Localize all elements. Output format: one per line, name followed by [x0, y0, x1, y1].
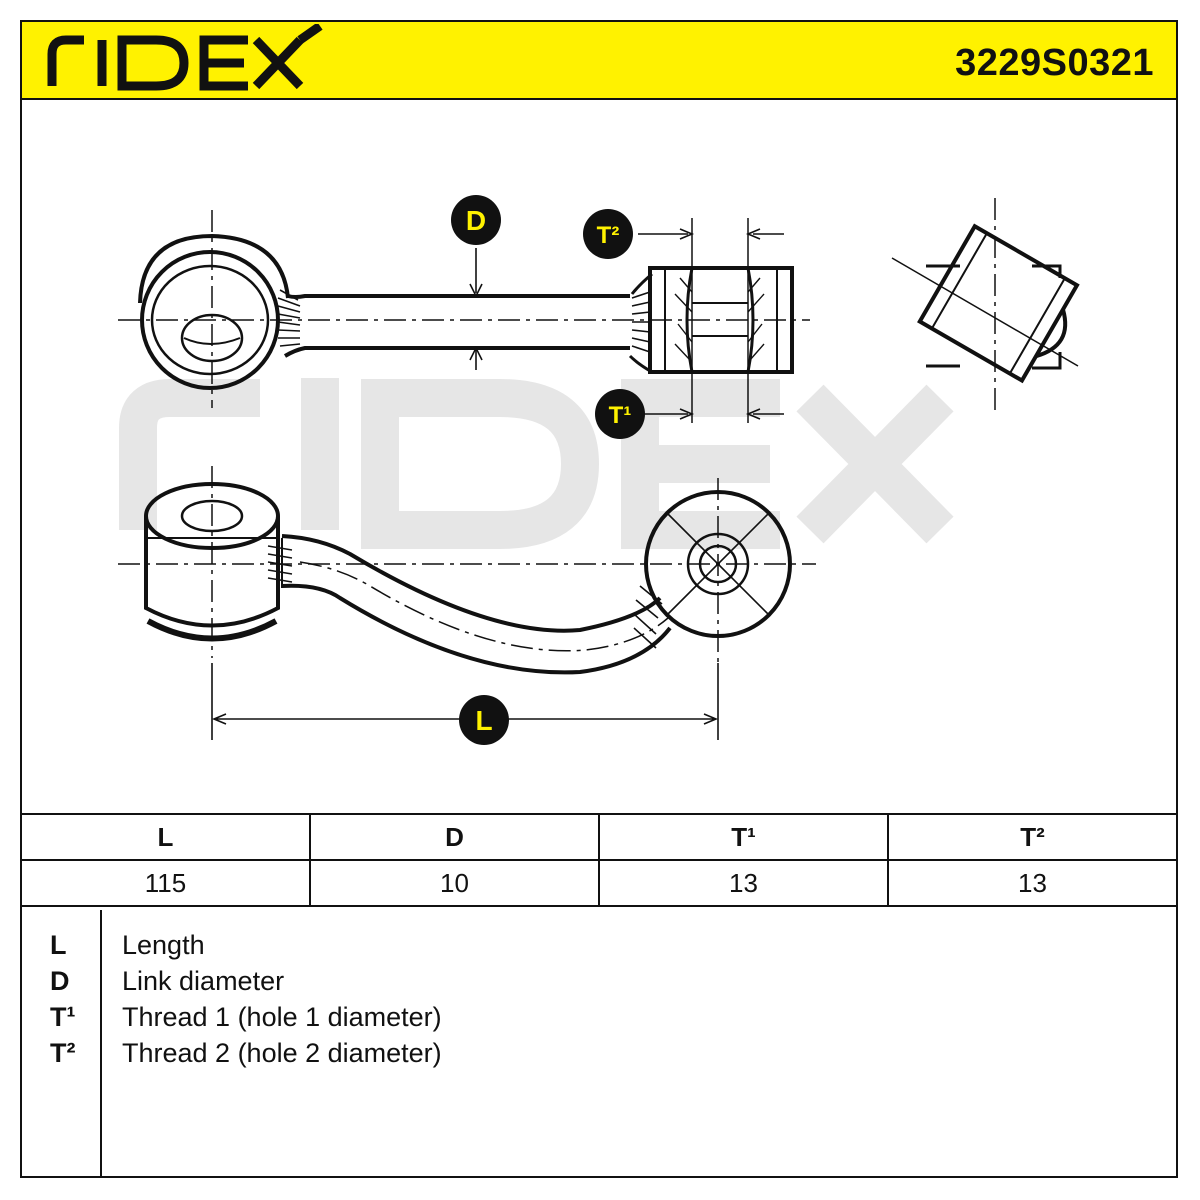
badge-t2: T² — [583, 209, 633, 259]
legend-symbol: T¹ — [50, 1002, 76, 1032]
legend-description: Length — [122, 930, 205, 960]
badge-d: D — [451, 195, 501, 245]
dimensions-header-row: L D T¹ T² — [20, 813, 1178, 861]
badge-l: L — [459, 695, 509, 745]
legend-symbol: T² — [50, 1038, 76, 1068]
header-d: D — [309, 813, 600, 861]
value-t2: 13 — [887, 859, 1178, 907]
dimensions-table: L D T¹ T² 115 10 13 13 — [20, 813, 1178, 907]
legend-symbol: D — [50, 966, 70, 996]
header-t2: T² — [887, 813, 1178, 861]
legend-item: T¹ Thread 1 (hole 1 diameter) — [20, 1002, 1120, 1038]
legend-divider — [100, 910, 102, 1178]
legend-item: L Length — [20, 930, 1120, 966]
legend-description: Thread 1 (hole 1 diameter) — [122, 1002, 442, 1032]
legend-item: D Link diameter — [20, 966, 1120, 1002]
part-number: 3229S0321 — [955, 42, 1154, 84]
dimensions-value-row: 115 10 13 13 — [20, 859, 1178, 907]
badge-t1: T¹ — [595, 389, 645, 439]
top-rod — [287, 294, 630, 299]
value-l: 115 — [20, 859, 311, 907]
legend-description: Thread 2 (hole 2 diameter) — [122, 1038, 442, 1068]
value-d: 10 — [309, 859, 600, 907]
svg-text:T¹: T¹ — [609, 402, 632, 429]
side-view-bushing — [917, 223, 1080, 384]
legend-symbol: L — [50, 930, 67, 960]
bottom-arm — [281, 534, 662, 633]
svg-text:T²: T² — [597, 222, 620, 249]
header-t1: T¹ — [598, 813, 889, 861]
legend-item: T² Thread 2 (hole 2 diameter) — [20, 1038, 1120, 1074]
header-l: L — [20, 813, 311, 861]
top-left-housing — [138, 233, 290, 304]
technical-drawing: D T² T¹ L — [118, 195, 1080, 745]
ridex-watermark — [119, 378, 954, 549]
legend-description: Link diameter — [122, 966, 285, 996]
svg-text:L: L — [475, 705, 492, 736]
svg-text:D: D — [466, 205, 486, 236]
value-t1: 13 — [598, 859, 889, 907]
header-bar: 3229S0321 — [20, 20, 1178, 100]
ridex-logo — [47, 24, 323, 91]
legend: L Length D Link diameter T¹ Thread 1 (ho… — [20, 910, 1178, 1178]
